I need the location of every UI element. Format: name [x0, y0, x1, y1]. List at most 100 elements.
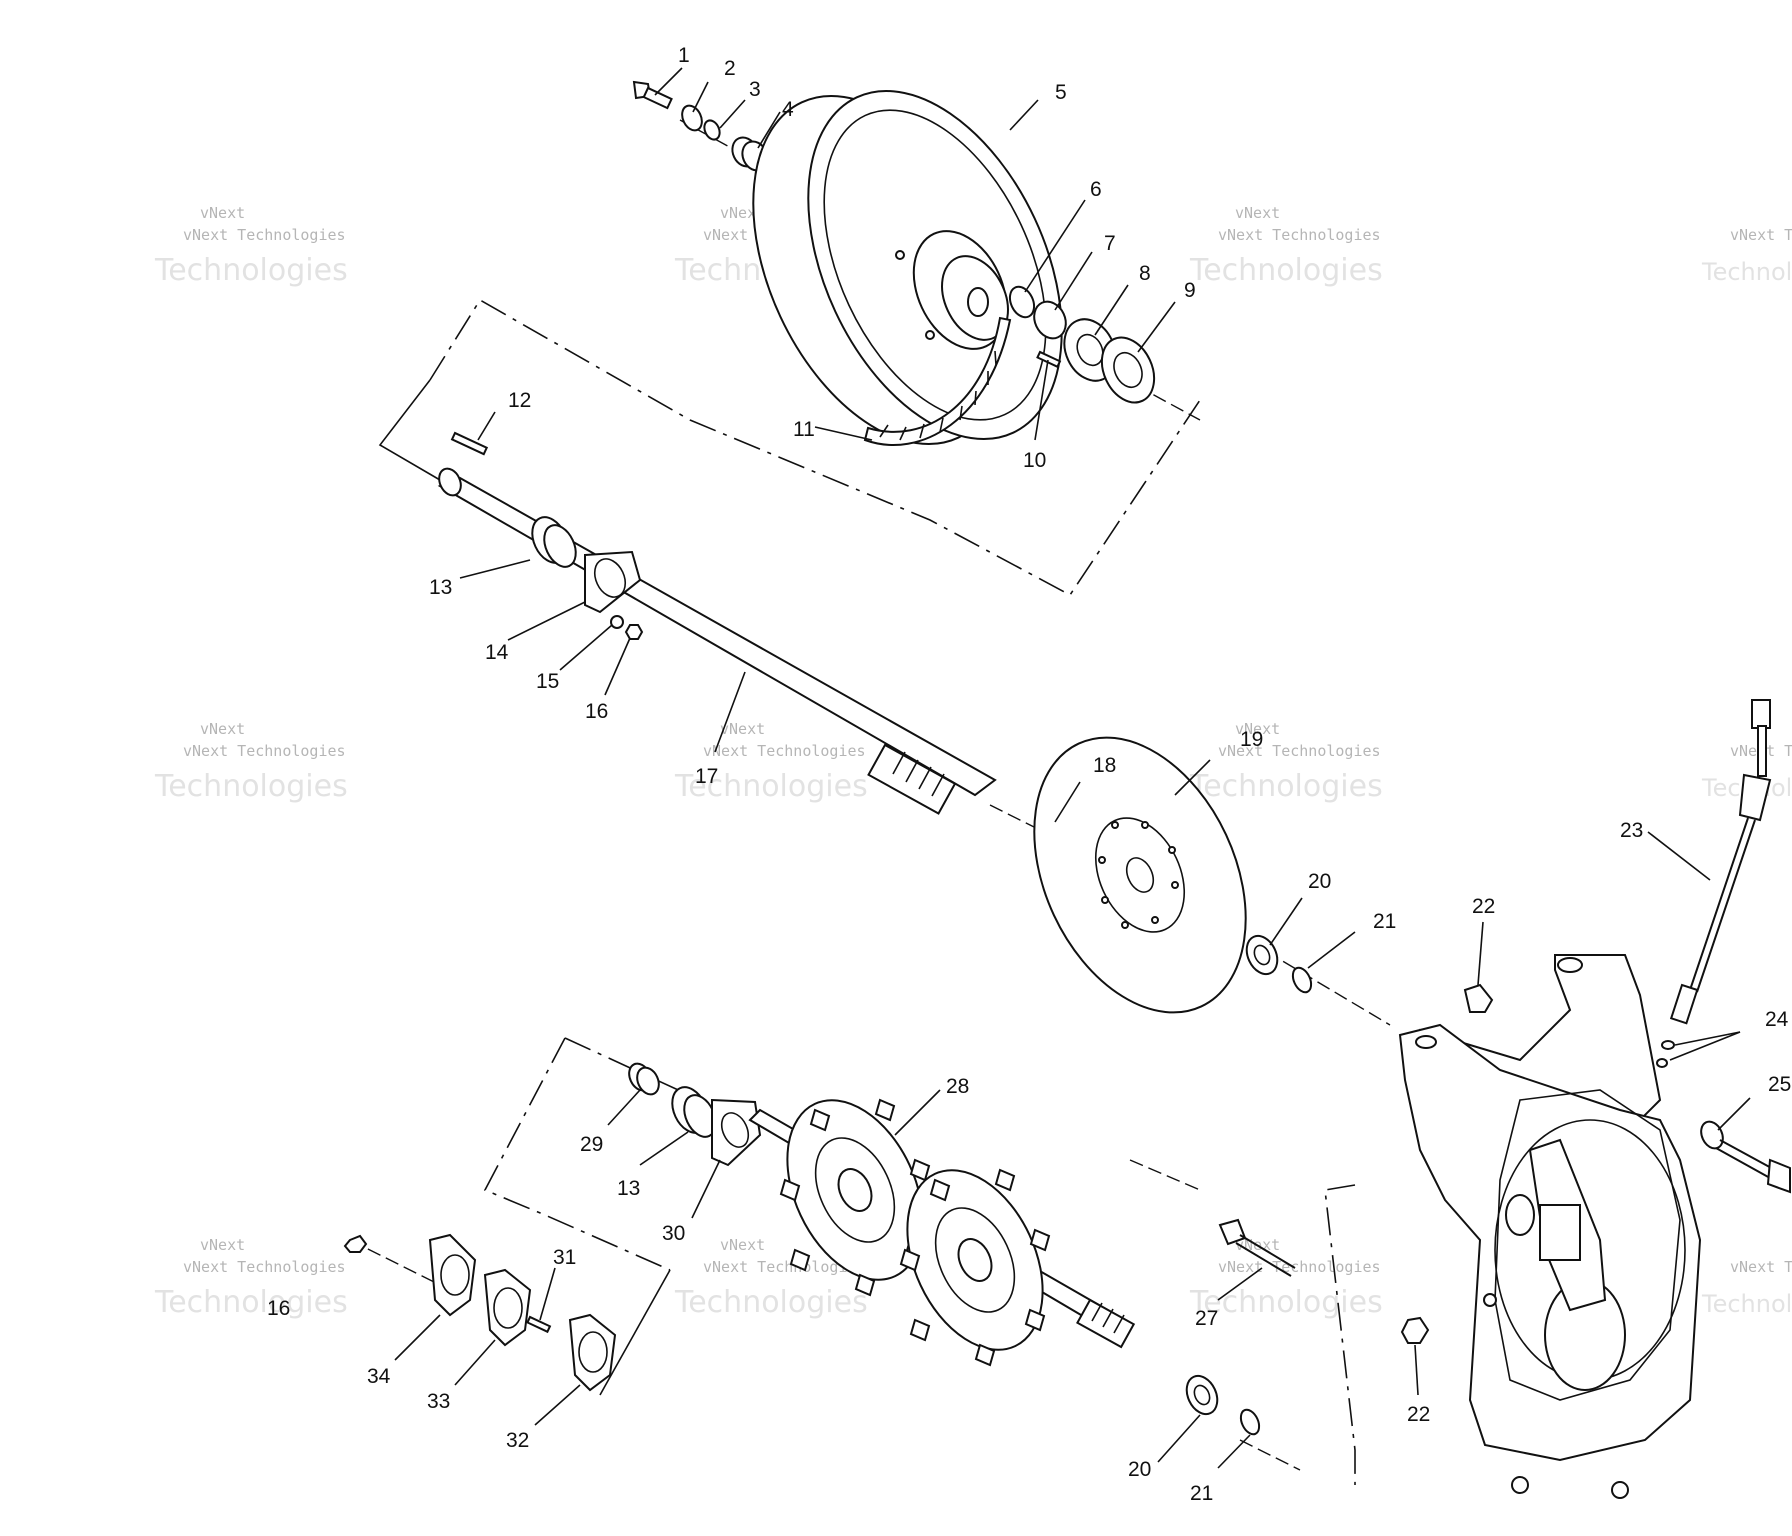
callout-18: 18 [1093, 754, 1116, 777]
watermark-line2: vNext Technologies [1730, 226, 1792, 244]
callout-7: 7 [1104, 232, 1116, 255]
watermark: vNext vNext Technologies Technologies [154, 204, 348, 288]
callout-17: 17 [695, 765, 718, 788]
watermark-line3: Technologies [154, 253, 348, 288]
chaincase-housing [1398, 954, 1702, 1499]
callout-6: 6 [1090, 178, 1102, 201]
watermark: vNext vNext Technologies Technologies [1189, 204, 1383, 288]
callout-19: 19 [1240, 728, 1263, 751]
callout-22-lower: 22 [1407, 1403, 1430, 1426]
jackshaft-17 [437, 467, 997, 815]
lower-boundary-edge [599, 1269, 671, 1396]
nut-22-upper [1463, 983, 1494, 1013]
callout-11: 11 [793, 418, 815, 441]
driveshaft-28 [748, 1098, 1136, 1367]
callout-12: 12 [508, 389, 531, 412]
bearing-13-lower [671, 1086, 717, 1138]
callout-5: 5 [1055, 81, 1067, 104]
bolt-25 [1700, 1120, 1791, 1194]
washer-7 [1033, 300, 1067, 340]
seal-20-lower [1185, 1374, 1219, 1416]
bolt-27 [1218, 1218, 1296, 1277]
callout-20: 20 [1308, 870, 1331, 893]
callout-8: 8 [1139, 262, 1151, 285]
drive-sprocket-right [899, 1168, 1051, 1367]
bearing-13-upper [531, 516, 577, 568]
lock-washer-3 [703, 119, 721, 141]
sheave-5 [752, 90, 1063, 445]
chain-11 [863, 316, 1012, 446]
callout-34: 34 [367, 1365, 391, 1388]
watermark-line1: vNext [1235, 204, 1280, 222]
gasket-33 [483, 1268, 532, 1347]
flange-14 [584, 550, 642, 614]
callout-24: 24 [1765, 1008, 1789, 1031]
flange-30 [711, 1098, 762, 1167]
watermark-line2: vNext Technologies [1730, 1258, 1792, 1276]
seal-20-upper [1245, 934, 1279, 976]
callout-16-lower: 16 [267, 1297, 290, 1320]
watermark: vNext Technologies Technologies [1701, 1258, 1792, 1318]
callout-23: 23 [1620, 819, 1643, 842]
callout-14: 14 [485, 641, 509, 664]
callout-21: 21 [1373, 910, 1396, 933]
callout-16: 16 [585, 700, 608, 723]
callout-1: 1 [678, 44, 690, 67]
watermark-line1: vNext [720, 1236, 765, 1254]
watermark-line1: vNext [200, 720, 245, 738]
washer-6 [1008, 285, 1036, 319]
watermark-line1: vNext [1235, 720, 1280, 738]
callouts: 1 2 3 4 5 6 7 8 9 10 11 12 13 14 15 16 1… [267, 44, 1791, 1505]
nut-22-lower [1400, 1316, 1430, 1344]
case-boundary [1324, 1184, 1356, 1485]
watermark-line1: vNext [200, 204, 245, 222]
washer-2 [681, 104, 703, 132]
bolt-1 [632, 80, 673, 110]
callout-28: 28 [946, 1075, 969, 1098]
watermark: vNext vNext Technologies Technologies [674, 1236, 868, 1320]
upper-boundary-corner [378, 379, 441, 481]
key-12 [450, 431, 489, 456]
watermark-line1: vNext [200, 1236, 245, 1254]
callout-22: 22 [1472, 895, 1495, 918]
callout-32: 32 [506, 1429, 529, 1452]
watermark-line2: vNext Technologies [183, 742, 346, 760]
callout-2: 2 [724, 57, 736, 80]
washer-15 [610, 615, 624, 629]
callout-25: 25 [1768, 1073, 1791, 1096]
watermark-line3: Technologies [1189, 1285, 1383, 1320]
callout-30: 30 [662, 1222, 685, 1245]
oring-21-upper [1291, 966, 1313, 994]
watermark: vNext vNext Technologies Technologies [674, 720, 868, 804]
watermark-line3: Technologies [1189, 769, 1383, 804]
watermark-line2: vNext Technologies [1218, 226, 1381, 244]
nut-16-lower [343, 1234, 368, 1253]
nut-16-upper [624, 624, 644, 640]
lower-boundary [483, 1037, 671, 1271]
watermark-line2: vNext Technologies [1218, 1258, 1381, 1276]
callout-9: 9 [1184, 279, 1196, 302]
watermark-line2: vNext Technologies [183, 1258, 346, 1276]
seal-9 [1100, 336, 1156, 404]
watermark-line3: Technologies [1189, 253, 1383, 288]
bearing-housing-34 [428, 1233, 477, 1317]
callout-13: 13 [429, 576, 452, 599]
callout-31: 31 [553, 1246, 576, 1269]
watermark: vNext vNext Technologies Technologies [154, 720, 348, 804]
assembly-boundaries [378, 298, 1356, 1485]
watermark-line3: Technologies [674, 769, 868, 804]
callout-29: 29 [580, 1133, 603, 1156]
watermark: vNext vNext Technologies Technologies [154, 1236, 348, 1320]
watermark-line2: vNext Technologies [703, 742, 866, 760]
leader-lines [394, 67, 1751, 1469]
callout-15: 15 [536, 670, 559, 693]
callout-27: 27 [1195, 1307, 1218, 1330]
oring-24b [1656, 1058, 1668, 1068]
callout-10: 10 [1023, 449, 1046, 472]
callout-4: 4 [782, 98, 794, 121]
pin-31 [526, 1315, 552, 1334]
watermark-line3: Technologies [1701, 1290, 1792, 1318]
dipstick-23 [1669, 699, 1772, 1025]
watermark: vNext Technologies Technologies [1701, 226, 1792, 286]
